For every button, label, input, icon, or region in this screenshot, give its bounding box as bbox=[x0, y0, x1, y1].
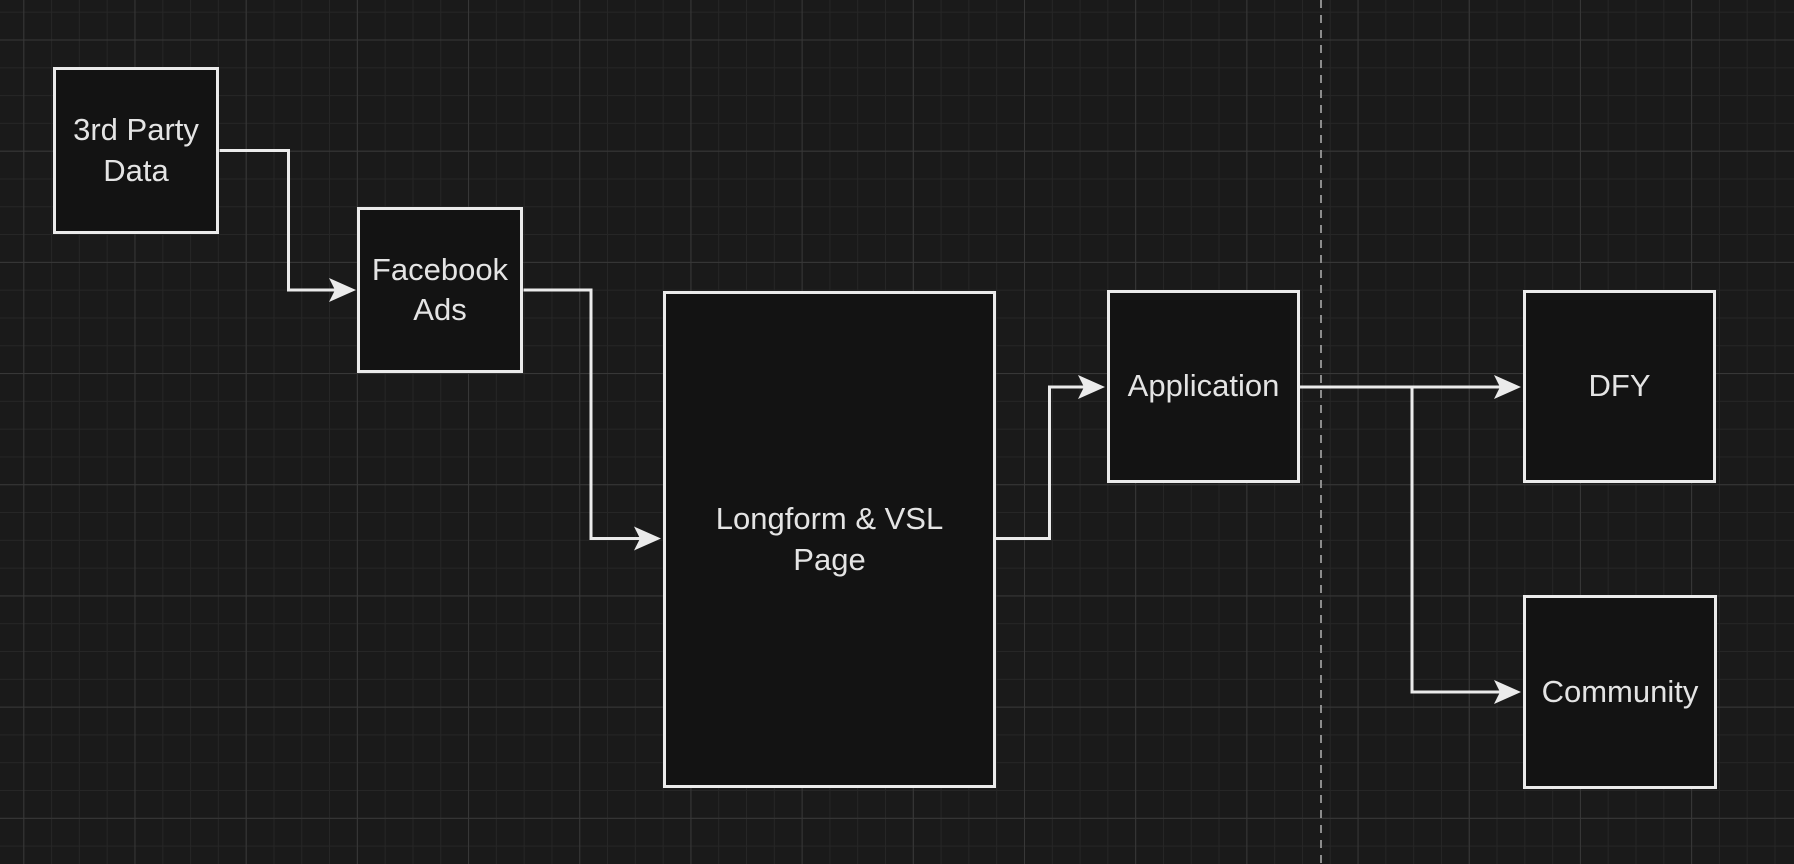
connector-arrowhead bbox=[329, 278, 356, 302]
connector-longform-to-application[interactable] bbox=[996, 375, 1105, 540]
node-facebook-ads[interactable]: Facebook Ads bbox=[357, 207, 523, 373]
node-community[interactable]: Community bbox=[1523, 595, 1717, 789]
connector-application-to-dfy[interactable] bbox=[1299, 375, 1522, 399]
connector-arrowhead bbox=[1494, 680, 1521, 704]
connector-arrowhead bbox=[634, 526, 661, 551]
node-label: DFY bbox=[1588, 368, 1651, 404]
node-label: Longform & VSL Page bbox=[715, 501, 944, 577]
node-3rd-party-data[interactable]: 3rd Party Data bbox=[53, 67, 219, 234]
connector-line bbox=[523, 288, 640, 540]
connector-arrowhead bbox=[1494, 375, 1521, 399]
node-dfy[interactable]: DFY bbox=[1523, 290, 1716, 483]
node-application[interactable]: Application bbox=[1107, 290, 1300, 483]
connector-line bbox=[219, 149, 335, 292]
connector-application-to-community[interactable] bbox=[1410, 387, 1521, 704]
connector-3rd-party-to-facebook[interactable] bbox=[219, 149, 357, 303]
connector-line bbox=[1410, 387, 1500, 694]
connector-line bbox=[996, 385, 1084, 540]
node-label: 3rd Party Data bbox=[73, 112, 199, 188]
node-label: Application bbox=[1127, 368, 1280, 404]
node-longform-vsl-page[interactable]: Longform & VSL Page bbox=[663, 291, 996, 788]
node-label: Community bbox=[1541, 673, 1699, 709]
node-label: Facebook Ads bbox=[371, 251, 509, 327]
connector-arrowhead bbox=[1078, 375, 1105, 399]
connector-facebook-to-longform[interactable] bbox=[523, 288, 662, 551]
